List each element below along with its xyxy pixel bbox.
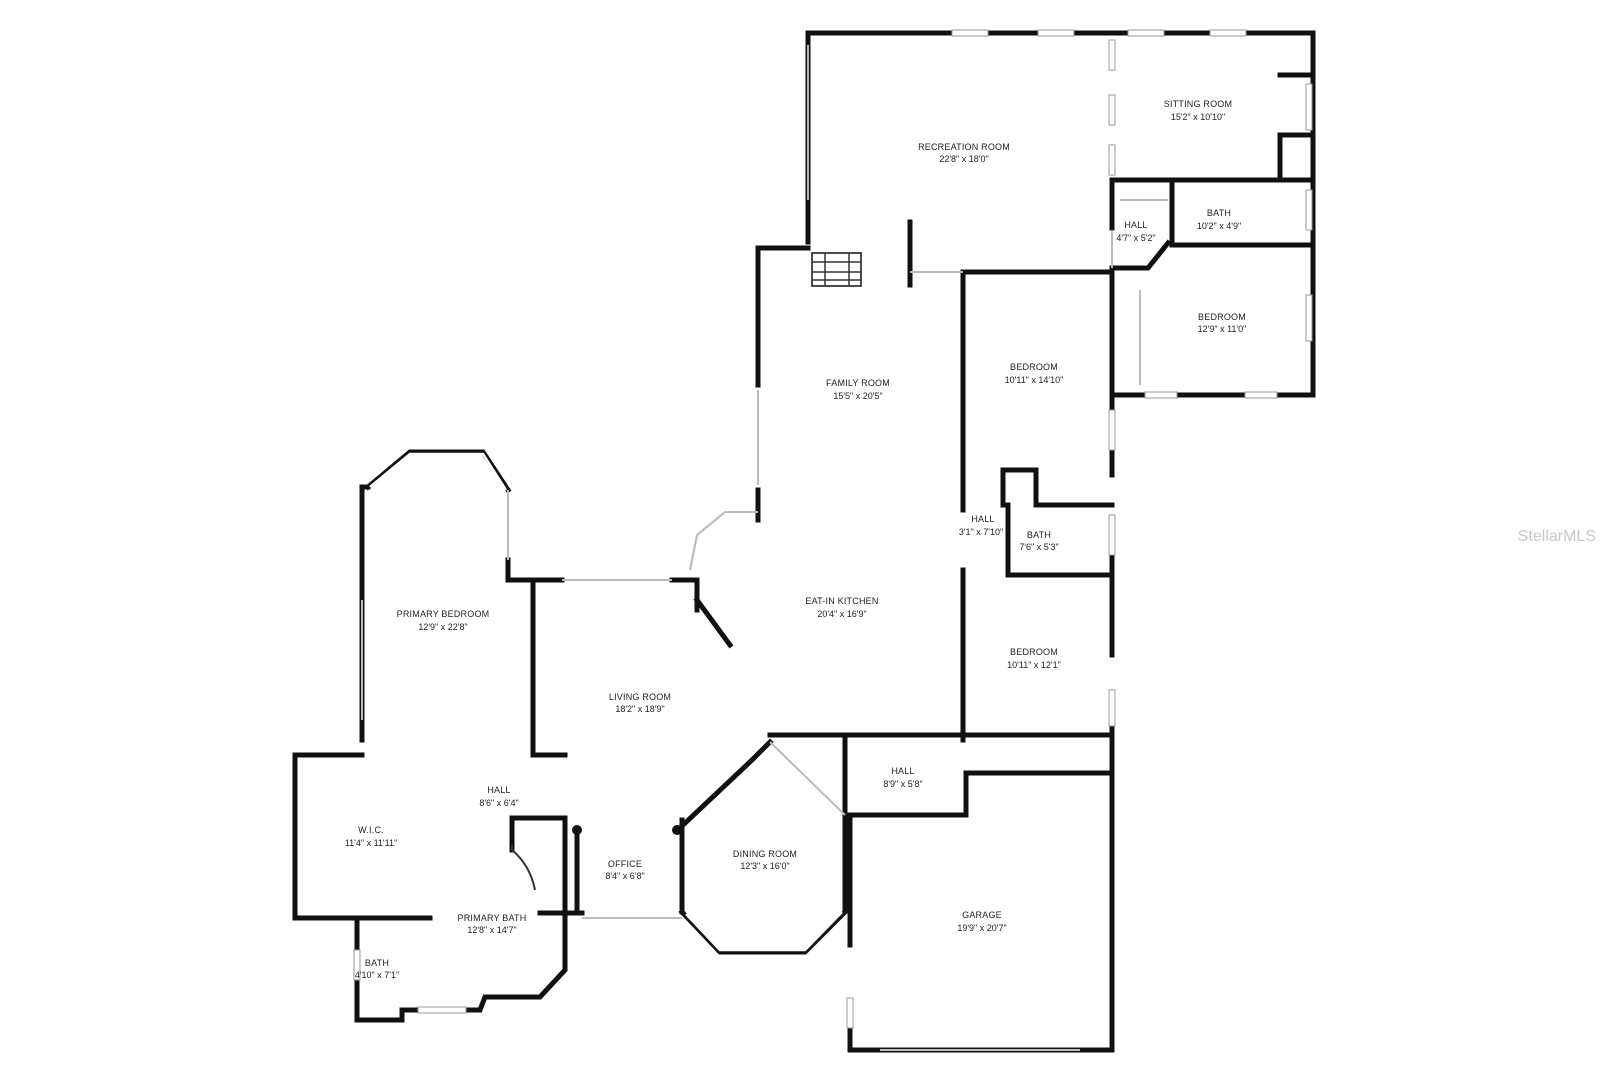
fireplace: [811, 252, 862, 287]
room-name-hall-north: HALL: [1124, 220, 1147, 230]
walls: [292, 30, 1316, 1053]
room-name-bedroom-middle: BEDROOM: [1010, 362, 1058, 372]
room-dims-sitting-room: 15'2" x 10'10": [1171, 112, 1225, 122]
room-name-wic: W.I.C.: [358, 825, 384, 835]
room-dims-hall-garage: 8'9" x 5'8": [883, 779, 922, 789]
room-name-hall-primary: HALL: [487, 785, 510, 795]
room-dims-hall-primary: 8'6" x 6'4": [479, 798, 518, 808]
room-name-family-room: FAMILY ROOM: [826, 378, 890, 388]
room-name-living-room: LIVING ROOM: [609, 692, 671, 702]
room-dims-bedroom-south: 10'11" x 12'1": [1007, 660, 1061, 670]
room-dims-dining-room: 12'3" x 16'0": [740, 861, 789, 871]
room-dims-family-room: 15'5" x 20'5": [833, 391, 882, 401]
watermark: StellarMLS: [1518, 528, 1596, 545]
room-dims-hall-north: 4'7" x 5'2": [1116, 233, 1155, 243]
room-name-office: OFFICE: [608, 859, 642, 869]
room-dims-bath-middle: 7'6" x 5'3": [1019, 542, 1058, 552]
room-name-bath-middle: BATH: [1027, 530, 1051, 540]
windows: [353, 29, 1313, 1051]
room-dims-wic: 11'4" x 11'11": [345, 838, 397, 848]
room-name-bedroom-south: BEDROOM: [1010, 647, 1058, 657]
room-dims-bedroom-northeast: 12'9" x 11'0": [1198, 324, 1247, 334]
room-name-primary-bath: PRIMARY BATH: [458, 913, 527, 923]
room-dims-living-room: 18'2" x 18'9": [615, 704, 664, 714]
room-name-primary-bedroom: PRIMARY BEDROOM: [397, 609, 490, 619]
room-dims-primary-bedroom: 12'9" x 22'8": [418, 622, 467, 632]
room-dims-bedroom-middle: 10'11" x 14'10": [1005, 375, 1064, 385]
room-dims-office: 8'4" x 6'8": [605, 871, 644, 881]
room-name-eat-in-kitchen: EAT-IN KITCHEN: [805, 596, 878, 606]
room-dims-bath-north: 10'2" x 4'9": [1197, 221, 1241, 231]
room-name-hall-garage: HALL: [891, 766, 914, 776]
room-name-bedroom-northeast: BEDROOM: [1198, 312, 1246, 322]
room-dims-eat-in-kitchen: 20'4" x 16'9": [817, 609, 866, 619]
room-name-bath-north: BATH: [1207, 208, 1231, 218]
room-labels: RECREATION ROOM 22'8" x 18'0" SITTING RO…: [345, 99, 1247, 980]
room-name-hall-middle: HALL: [971, 514, 994, 524]
room-dims-primary-bath: 12'8" x 14'7": [467, 925, 516, 935]
room-dims-bath-small: 4'10" x 7'1": [355, 970, 399, 980]
room-dims-hall-middle: 3'1" x 7'10": [959, 527, 1003, 537]
room-name-garage: GARAGE: [962, 910, 1002, 920]
room-dims-garage: 19'9" x 20'7": [957, 923, 1006, 933]
doors: [511, 825, 682, 891]
room-name-dining-room: DINING ROOM: [733, 849, 797, 859]
room-name-bath-small: BATH: [365, 958, 389, 968]
room-dims-recreation-room: 22'8" x 18'0": [939, 154, 988, 164]
room-name-recreation-room: RECREATION ROOM: [918, 142, 1010, 152]
room-name-sitting-room: SITTING ROOM: [1164, 99, 1232, 109]
